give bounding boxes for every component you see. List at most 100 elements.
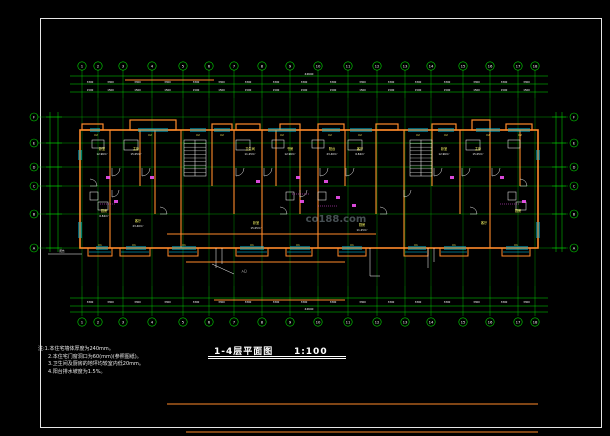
drawing-frame xyxy=(40,18,602,428)
top-overall-dimension: 44640 xyxy=(305,72,314,76)
window-tag: C2 xyxy=(358,133,362,137)
door-swing xyxy=(469,206,478,215)
top-dimension-text: 1500 xyxy=(134,88,141,92)
room-label: 厨房 xyxy=(515,208,521,213)
axis-bubble-top xyxy=(147,61,157,71)
hatch-fixture xyxy=(450,176,454,179)
top-dimension-text: 3300 xyxy=(415,80,422,84)
top-dimension-text: 1500 xyxy=(501,88,508,92)
axis-bubble-top xyxy=(400,61,410,71)
axis-label-right: D xyxy=(573,165,576,169)
top-dimension-text: 1500 xyxy=(107,88,114,92)
axis-label-bottom: 2 xyxy=(97,320,100,325)
top-dimension-text: 1500 xyxy=(330,88,337,92)
axis-bubble-bottom xyxy=(178,317,188,327)
room-area-label: 23.40m² xyxy=(327,152,338,156)
axis-label-left: B xyxy=(33,212,36,216)
axis-label-bottom: 3 xyxy=(122,320,125,325)
title-underline-2 xyxy=(208,358,346,359)
room-area-label: 12.96m² xyxy=(97,152,108,156)
axis-bubble-bottom xyxy=(118,317,128,327)
top-dimension-text: 3300 xyxy=(330,80,337,84)
axis-label-top: 11 xyxy=(346,64,351,69)
axis-label-right: B xyxy=(573,212,576,216)
axis-label-bottom: 8 xyxy=(261,320,264,325)
window-tag: C2 xyxy=(220,133,224,137)
axis-label-top: 16 xyxy=(488,64,493,69)
door-swing xyxy=(159,206,168,215)
bottom-dimension-text: 3300 xyxy=(245,300,252,304)
axis-label-top: 9 xyxy=(289,64,292,69)
axis-label-left: F xyxy=(33,115,35,119)
axis-label-top: 12 xyxy=(375,64,380,69)
axis-label-left: C xyxy=(33,184,36,188)
door-swing xyxy=(403,189,412,198)
top-bay-wall xyxy=(211,123,233,131)
axis-bubble-top xyxy=(458,61,468,71)
top-dimension-text: 3300 xyxy=(218,80,225,84)
window-tag: C2 xyxy=(196,133,200,137)
bottom-dimension-text: 3300 xyxy=(473,300,480,304)
axis-bubble-top xyxy=(285,61,295,71)
axis-bubble-top xyxy=(343,61,353,71)
room-area-label: 11.25m² xyxy=(245,152,256,156)
window-tag: C1 xyxy=(452,243,456,247)
fixture xyxy=(465,139,481,151)
top-dimension-text: 3300 xyxy=(245,80,252,84)
axis-label-top: 15 xyxy=(461,64,466,69)
door-swing xyxy=(89,178,98,187)
axis-bubble-bottom xyxy=(93,317,103,327)
axis-bubble-top xyxy=(313,61,323,71)
door-swing xyxy=(279,206,288,215)
top-dimension-text: 3300 xyxy=(87,80,94,84)
hatch-fixture xyxy=(352,204,356,207)
door-swing xyxy=(299,189,308,198)
room-area-label: 12.96m² xyxy=(285,152,296,156)
top-dimension-text: 1500 xyxy=(359,88,366,92)
room-area-label: 15.05m² xyxy=(473,152,484,156)
window-tag: C1 xyxy=(182,243,186,247)
axis-label-bottom: 13 xyxy=(403,320,408,325)
window-tag: C2 xyxy=(280,133,284,137)
room-label: 卫生间 xyxy=(245,146,255,151)
axis-label-top: 4 xyxy=(151,64,154,69)
axis-label-top: 18 xyxy=(533,64,538,69)
axis-label-bottom: 6 xyxy=(208,320,211,325)
axis-bubble-top xyxy=(229,61,239,71)
top-dimension-text: 3300 xyxy=(444,80,451,84)
axis-bubble-bottom xyxy=(530,317,540,327)
room-area-label: 23.40m² xyxy=(133,224,144,228)
outer-wall xyxy=(79,129,539,249)
room-label: 卧室 xyxy=(99,146,105,151)
fixture xyxy=(507,139,521,149)
axis-bubble-top xyxy=(257,61,267,71)
window-tag: C1 xyxy=(296,243,300,247)
axis-bubble-top xyxy=(118,61,128,71)
fixture xyxy=(97,201,109,211)
room-label: 客厅 xyxy=(135,218,142,223)
bottom-dimension-text: 3300 xyxy=(218,300,225,304)
axis-bubble-right xyxy=(569,181,579,191)
door-swing xyxy=(319,167,329,177)
fixture xyxy=(311,139,325,149)
title-underline xyxy=(208,356,346,357)
leader-note: 入口 xyxy=(241,269,247,273)
room-area-label: 15.05m² xyxy=(131,152,142,156)
axis-bubble-bottom xyxy=(485,317,495,327)
axis-bubble-bottom xyxy=(285,317,295,327)
door-swing xyxy=(111,189,120,198)
top-dimension-text: 1500 xyxy=(523,88,530,92)
fixture xyxy=(347,139,363,151)
axis-bubble-left xyxy=(29,138,39,148)
room-label: 客厅 xyxy=(481,220,488,225)
bottom-overall-dimension: 44640 xyxy=(305,307,314,311)
note-1: 注:1.本住宅墙体厚度为240mm。 xyxy=(38,346,114,352)
top-dimension-text: 3300 xyxy=(359,80,366,84)
door-swing xyxy=(141,167,151,177)
fixture xyxy=(91,139,105,149)
top-dimension-text: 3300 xyxy=(523,80,530,84)
axis-bubble-top xyxy=(93,61,103,71)
top-dimension-text: 3300 xyxy=(388,80,395,84)
axis-label-bottom: 4 xyxy=(151,320,154,325)
axis-label-bottom: 12 xyxy=(375,320,380,325)
